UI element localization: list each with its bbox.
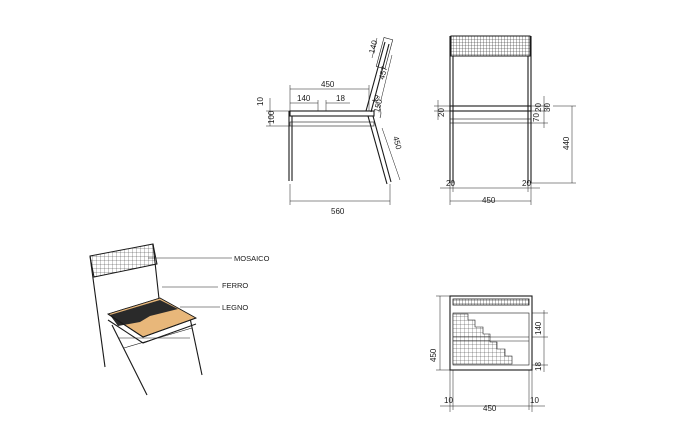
dim-front-bottom-left: 20 <box>446 179 455 188</box>
persp-mosaic-seat <box>110 300 178 326</box>
plan-outline <box>449 295 533 371</box>
dim-side-back-angle: 150° <box>372 95 385 113</box>
dim-plan-r18: 18 <box>534 362 543 371</box>
front-seat <box>449 105 532 112</box>
dim-side-seat-part-left: 140 <box>297 94 311 103</box>
dim-side-left-100: 100 <box>267 110 276 124</box>
perspective-view: MOSAICO FERRO LEGNO <box>89 243 270 396</box>
dim-side-back-length: 457 <box>377 65 389 81</box>
angle-arc <box>371 99 382 119</box>
dim-side-back-top: 140 <box>367 39 379 55</box>
dim-side-left-10: 10 <box>256 97 265 106</box>
dim-plan-r140: 140 <box>534 321 543 335</box>
persp-front-left-leg <box>111 324 148 396</box>
legend-ferro: FERRO <box>222 281 248 290</box>
side-seat <box>289 110 375 117</box>
legend-legno: LEGNO <box>222 303 248 312</box>
front-view: 20 30 70 20 440 20 20 450 <box>434 35 576 205</box>
plan-back-bar <box>452 298 530 306</box>
plan-mosaic-area <box>452 313 513 365</box>
dim-side-seat-depth: 450 <box>321 80 335 89</box>
dim-side-leg-length: 450 <box>391 135 403 151</box>
persp-front-right-leg <box>189 317 203 376</box>
dim-front-width: 450 <box>482 196 496 205</box>
side-view: 450 140 18 10 100 140 457 150° 2 450 560 <box>256 37 403 216</box>
dim-front-bottom-right: 20 <box>522 179 531 188</box>
dim-side-overall-depth: 560 <box>331 207 345 216</box>
dim-front-right-30: 30 <box>543 103 552 112</box>
dim-side-back-small: 2 <box>374 94 379 103</box>
front-back-panel <box>450 35 531 57</box>
side-seat-rail <box>289 121 375 127</box>
side-back-panel <box>375 37 394 70</box>
dim-plan-depth: 450 <box>429 348 438 362</box>
dim-front-right-20: 20 <box>534 103 543 112</box>
dim-plan-b10-right: 10 <box>530 396 539 405</box>
side-rear-leg <box>367 115 388 185</box>
dim-plan-width: 450 <box>483 404 497 413</box>
legend-mosaico: MOSAICO <box>234 254 270 263</box>
dim-side-seat-part-right: 18 <box>336 94 345 103</box>
dim-plan-b10-left: 10 <box>444 396 453 405</box>
dim-front-height: 440 <box>562 136 571 150</box>
plan-view: 450 140 18 10 10 450 <box>429 295 548 413</box>
dim-front-right-70: 70 <box>532 113 541 122</box>
persp-mosaic-backrest <box>89 243 158 278</box>
persp-back-left-leg <box>89 255 106 368</box>
dim-front-left-20: 20 <box>437 108 446 117</box>
